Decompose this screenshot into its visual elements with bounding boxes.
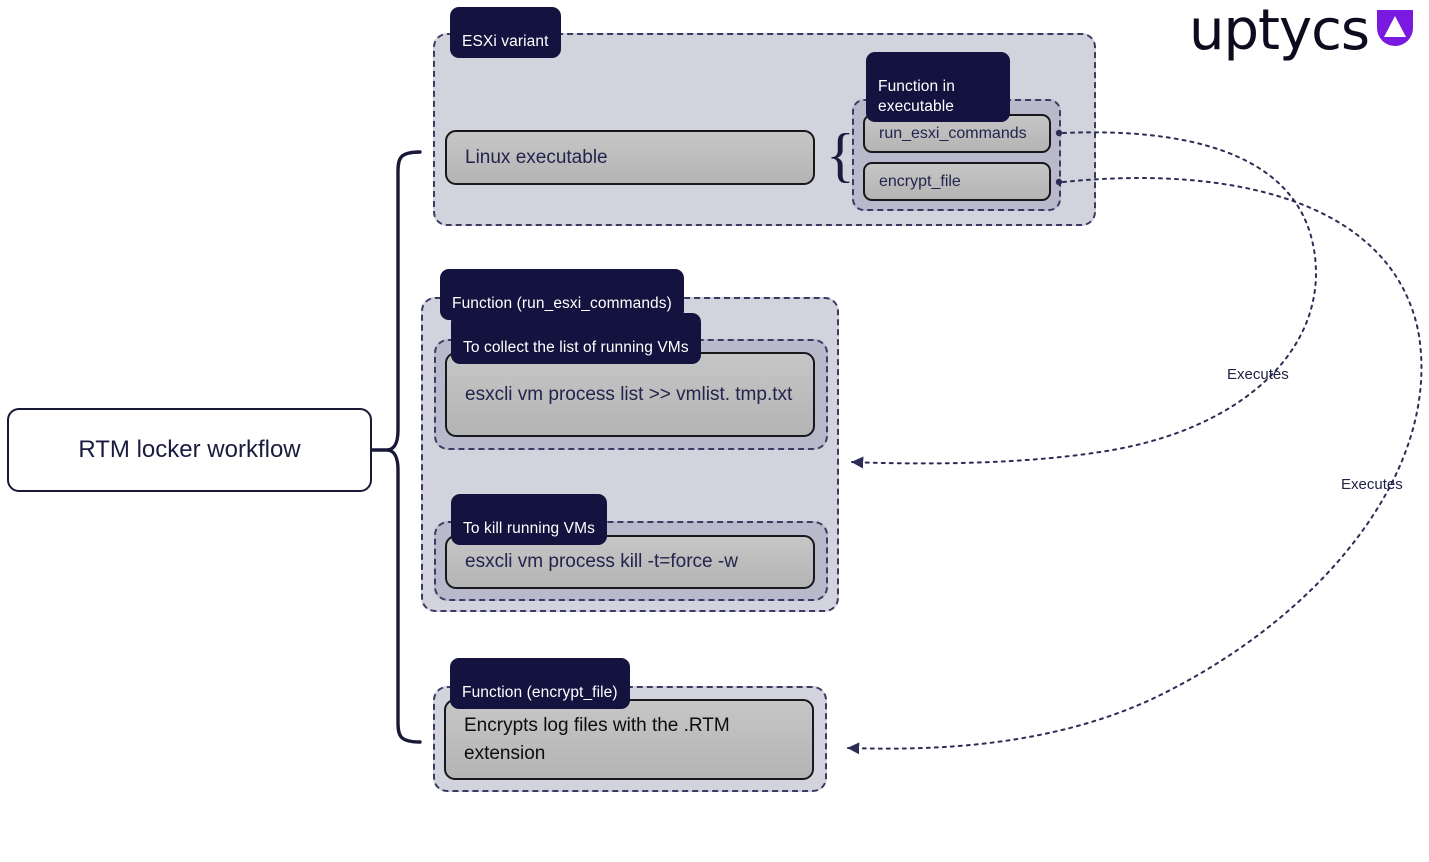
encrypt-file-description-box[interactable]: Encrypts log files with the .RTM extensi… [444,699,814,780]
kill-running-vms-tab-label: To kill running VMs [463,519,595,537]
edge-label-executes-1: Executes [1227,366,1289,383]
esxi-variant-tab: ESXi variant [450,7,561,58]
function-encrypt-file-section-tab: Function (encrypt_file) [450,658,630,709]
root-node-label: RTM locker workflow [78,436,301,463]
uptycs-logo-mark [1377,10,1414,46]
function-in-executable-tab: Function in executable [866,52,1010,123]
edge-label-executes-2-text: Executes [1341,476,1403,493]
collect-running-vms-tab-label: To collect the list of running VMs [463,338,689,356]
executable-functions-brace: { [826,122,855,188]
collect-running-vms-command: esxcli vm process list >> vmlist. tmp.tx… [465,383,793,405]
edge-label-executes-1-text: Executes [1227,366,1289,383]
edge-encrypt-file [847,177,1423,755]
function-encrypt-file-box[interactable]: encrypt_file [863,162,1051,201]
root-node[interactable]: RTM locker workflow [7,408,372,492]
function-run-esxi-commands-section-tab-label: Function (run_esxi_commands) [452,294,672,312]
edge-label-executes-2: Executes [1341,476,1403,493]
esxi-variant-tab-label: ESXi variant [462,32,549,50]
function-encrypt-file-section-tab-label: Function (encrypt_file) [462,683,618,701]
uptycs-logo-text: uptycs [1189,0,1370,63]
collect-running-vms-tab: To collect the list of running VMs [451,313,701,364]
linux-executable-box[interactable]: Linux executable [445,130,815,185]
kill-running-vms-tab: To kill running VMs [451,494,607,545]
root-brace [386,150,422,744]
encrypt-file-description: Encrypts log files with the .RTM extensi… [464,714,730,764]
collect-running-vms-command-box[interactable]: esxcli vm process list >> vmlist. tmp.tx… [445,352,815,437]
uptycs-logo: uptycs [1189,0,1415,63]
function-run-esxi-commands-label: run_esxi_commands [879,124,1027,142]
function-run-esxi-commands-section-tab: Function (run_esxi_commands) [440,269,684,320]
function-encrypt-file-label: encrypt_file [879,172,961,190]
kill-running-vms-command: esxcli vm process kill -t=force -w [465,551,738,573]
function-in-executable-tab-label: Function in executable [878,77,955,115]
linux-executable-label: Linux executable [465,146,608,168]
